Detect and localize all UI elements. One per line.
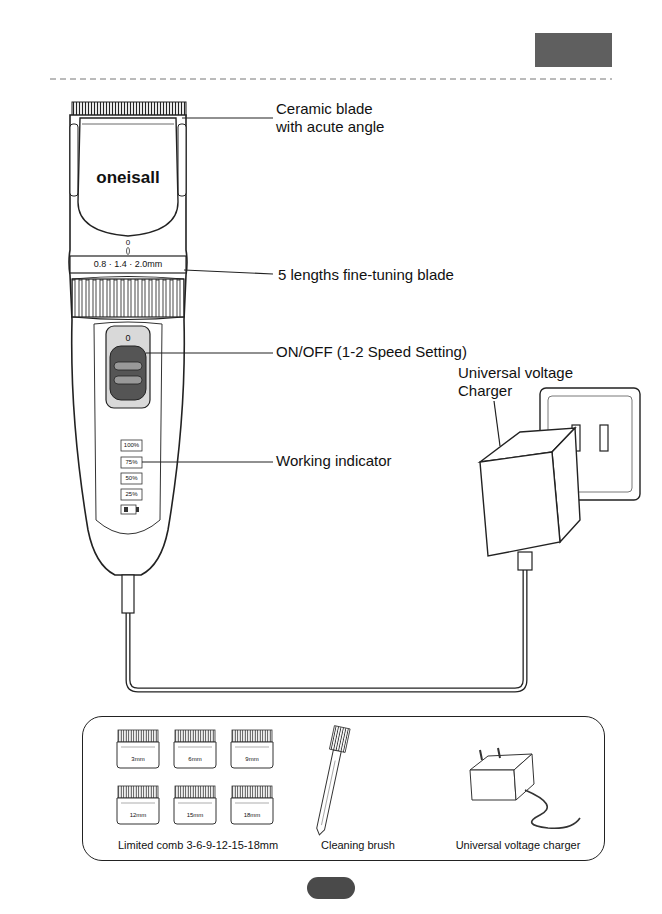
brand-name: oneisall — [73, 168, 183, 188]
dashed-rule — [50, 79, 612, 80]
callout-text: 6mm — [174, 756, 216, 763]
wall-charger — [480, 388, 640, 570]
page-number-pill — [307, 877, 355, 899]
callout-text: 75% — [121, 458, 142, 467]
callout-text: 100% — [121, 441, 142, 450]
callout-text: ON/OFF (1-2 Speed Setting) — [276, 343, 516, 361]
callout-text: 9mm — [231, 756, 273, 763]
callout-text: 0.8 · 1.4 · 2.0mm — [70, 259, 186, 270]
callout-text: Ceramic blade with acute angle — [276, 100, 398, 136]
callout-text: 3mm — [117, 756, 159, 763]
accessories — [117, 726, 580, 837]
callout-text: 5 lengths fine-tuning blade — [278, 266, 538, 284]
accessory-box: Limited comb 3-6-9-12-15-18mmCleaning br… — [82, 716, 605, 861]
callout-text: Working indicator — [276, 452, 476, 470]
accessory-caption: Universal voltage charger — [433, 839, 603, 852]
callout-text: Universal voltage Charger — [458, 364, 593, 400]
header-tab — [535, 33, 612, 67]
callout-text: 0 — [121, 238, 135, 248]
callout-text: 0 — [121, 333, 135, 344]
callout-text: 15mm — [174, 812, 216, 819]
accessory-caption: Cleaning brush — [298, 839, 418, 852]
hair-clipper — [69, 102, 187, 613]
callout-text: 50% — [121, 474, 142, 483]
power-cord — [128, 568, 525, 690]
callout-text: 18mm — [231, 812, 273, 819]
leader-lines — [142, 118, 500, 462]
accessory-caption: Limited comb 3-6-9-12-15-18mm — [93, 839, 303, 852]
callout-text: 12mm — [117, 812, 159, 819]
callout-text: 25% — [121, 490, 142, 499]
